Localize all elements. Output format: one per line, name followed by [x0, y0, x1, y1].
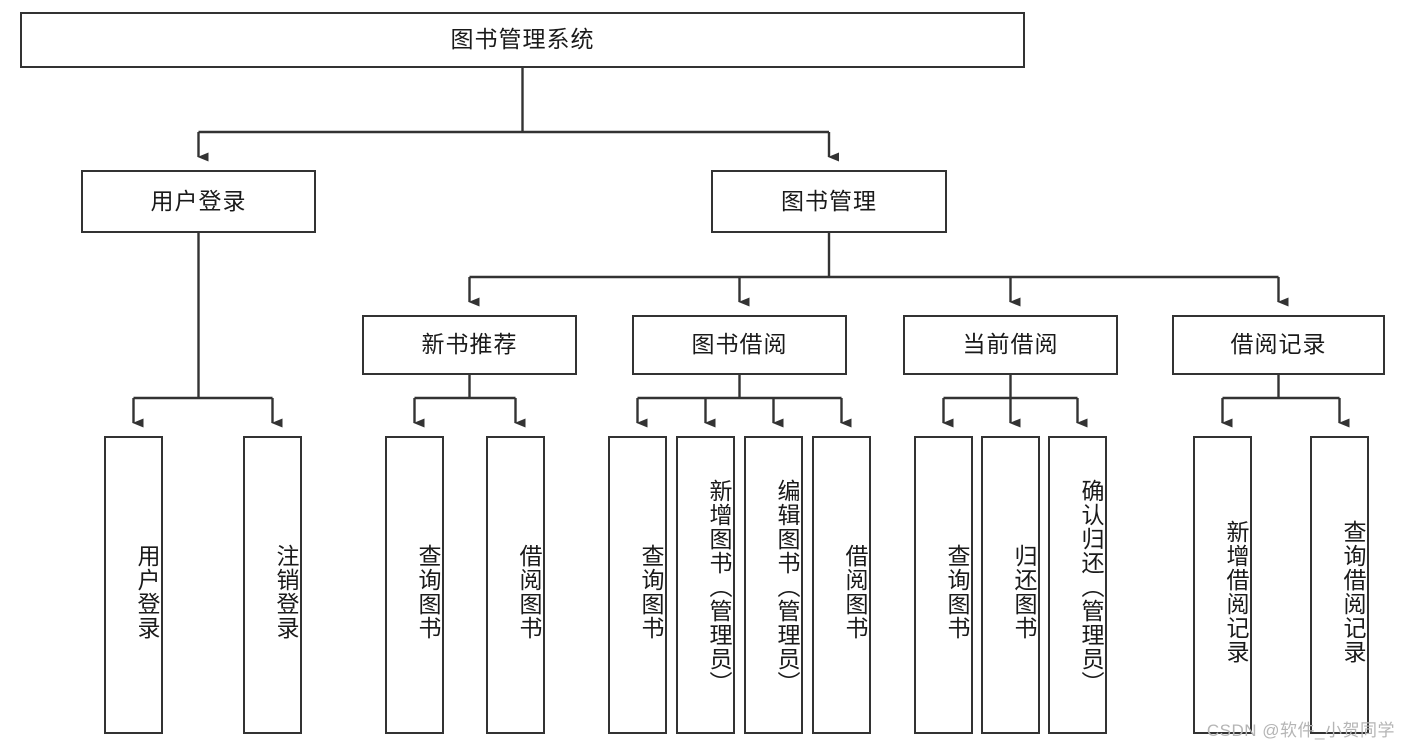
node-label: 借阅图书	[842, 544, 868, 640]
connector-bus	[198, 68, 829, 134]
node-leaf-user-login[interactable]: 用户登录	[104, 436, 163, 734]
node-label: 当前借阅	[962, 331, 1059, 358]
node-label: 用户登录	[150, 187, 247, 214]
node-label: 图书管理	[781, 187, 877, 214]
node-label: 注销登录	[273, 544, 299, 640]
node-label: 归还图书	[1011, 544, 1037, 640]
node-leaf-user-logout[interactable]: 注销登录	[243, 436, 302, 734]
node-label: 查询图书	[638, 544, 664, 640]
node-current-borrow[interactable]: 当前借阅	[903, 315, 1118, 375]
node-label: 用户登录	[134, 544, 160, 640]
node-leaf-query-book-2[interactable]: 查询图书	[608, 436, 667, 734]
node-leaf-confirm-return[interactable]: 确认归还（管理员）	[1048, 436, 1107, 734]
node-label: 确认归还（管理员）	[1078, 479, 1104, 695]
connector-bus	[414, 375, 516, 400]
node-user-login[interactable]: 用户登录	[81, 170, 316, 233]
node-label: 借阅记录	[1230, 331, 1327, 358]
node-leaf-query-book-1[interactable]: 查询图书	[385, 436, 444, 734]
node-borrow-record[interactable]: 借阅记录	[1172, 315, 1385, 375]
node-label: 图书管理系统	[450, 26, 595, 53]
connector-bus	[943, 375, 1078, 400]
node-label: 查询图书	[944, 544, 970, 640]
node-label: 新增借阅记录	[1223, 520, 1249, 664]
node-leaf-add-book[interactable]: 新增图书（管理员）	[676, 436, 735, 734]
node-leaf-return-book[interactable]: 归还图书	[981, 436, 1040, 734]
node-label: 查询借阅记录	[1340, 520, 1366, 664]
node-book-management[interactable]: 图书管理	[711, 170, 947, 233]
node-leaf-query-record[interactable]: 查询借阅记录	[1310, 436, 1369, 734]
node-book-borrow[interactable]: 图书借阅	[632, 315, 847, 375]
connector-bus	[133, 233, 273, 400]
node-leaf-borrow-book-1[interactable]: 借阅图书	[486, 436, 545, 734]
node-label: 图书借阅	[691, 331, 788, 358]
node-leaf-edit-book[interactable]: 编辑图书（管理员）	[744, 436, 803, 734]
connector-bus	[469, 233, 1279, 279]
node-label: 编辑图书（管理员）	[774, 479, 800, 695]
node-leaf-borrow-book-2[interactable]: 借阅图书	[812, 436, 871, 734]
node-label: 新书推荐	[421, 331, 518, 358]
node-label: 借阅图书	[516, 544, 542, 640]
node-root-system[interactable]: 图书管理系统	[20, 12, 1025, 68]
node-label: 新增图书（管理员）	[706, 479, 732, 695]
node-new-book-recommend[interactable]: 新书推荐	[362, 315, 577, 375]
connector-bus	[637, 375, 842, 400]
node-leaf-query-book-3[interactable]: 查询图书	[914, 436, 973, 734]
connector-bus	[1222, 375, 1340, 400]
node-label: 查询图书	[415, 544, 441, 640]
node-leaf-add-record[interactable]: 新增借阅记录	[1193, 436, 1252, 734]
